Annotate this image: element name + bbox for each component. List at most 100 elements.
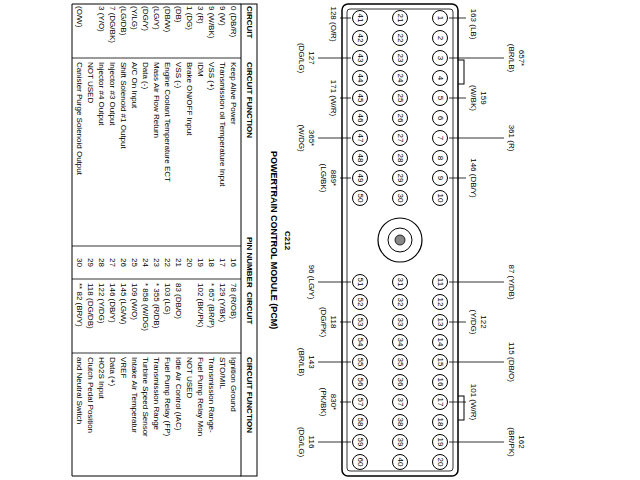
bolt-head — [388, 228, 412, 252]
pin-number: 52 — [355, 298, 365, 307]
circuit-function: NOT USED — [85, 62, 95, 103]
pin-number: 57 — [355, 398, 365, 407]
pin-number: 26 — [395, 114, 405, 123]
pin-number: 51 — [355, 278, 365, 287]
pin-number: 23 — [395, 54, 405, 63]
wire-callout: 361 (R) — [506, 118, 516, 158]
pin-number: 60 — [355, 458, 365, 467]
circuit-function: Fuel Pump Relay Mon — [195, 357, 205, 436]
pin-circle: 26 — [392, 110, 408, 126]
pin-number: 16 — [435, 378, 445, 387]
circuit-code: (DB) — [173, 6, 183, 22]
pin-number: 29 — [395, 174, 405, 183]
pin-number: 46 — [355, 114, 365, 123]
pin-circle: 14 — [432, 334, 448, 350]
circuit-code: 9 (W) — [217, 6, 227, 26]
pin-circle: 3 — [432, 50, 448, 66]
wire-callout: 116 (DG/LG) — [296, 422, 316, 462]
pin-number: 29 — [85, 258, 95, 267]
pin-number: 25 — [129, 258, 139, 267]
circuit-function: Data (+) — [107, 357, 117, 386]
pin-number: 30 — [395, 194, 405, 203]
pin-number: 49 — [355, 174, 365, 183]
pin-circle: 17 — [432, 394, 448, 410]
wire-callout: 889* (LG/BK) — [318, 158, 338, 198]
circuit-code: 0 (DB/R) — [228, 6, 238, 37]
circuit-function: Transmission oil Temperature Input — [217, 62, 227, 187]
circuit-code: 3 (R) — [195, 6, 205, 24]
pin-circle: 40 — [392, 454, 408, 470]
pin-circle: 11 — [432, 274, 448, 290]
pin-number: 53 — [355, 318, 365, 327]
pin-number: 40 — [395, 458, 405, 467]
pin-number: 17 — [435, 398, 445, 407]
pin-number: 33 — [395, 318, 405, 327]
circuit-code: ** 82 (BR/Y) — [74, 283, 84, 327]
circuit-code: * 355 (R/DB) — [151, 283, 161, 328]
connector-id: C212 — [282, 231, 292, 250]
circuit-function: IDM — [195, 62, 205, 77]
circuit-function: Shift Solenoid #1 Output — [118, 62, 128, 149]
pin-number: 37 — [395, 398, 405, 407]
pin-circle: 45 — [352, 90, 368, 106]
pin-circle: 38 — [392, 414, 408, 430]
circuit-function: Canister Purge Solenoid Output — [74, 62, 84, 175]
pin-circle: 2 — [432, 30, 448, 46]
pin-number: 56 — [355, 378, 365, 387]
wire-callout: 365* (W/DG) — [296, 118, 316, 158]
circuit-code: 146 (DB/Y) — [107, 283, 117, 323]
wire-callout: 657* (BR/LB) — [506, 38, 526, 78]
pin-number: 59 — [355, 438, 365, 447]
circuit-code: 83 (DB/O) — [173, 283, 183, 319]
circuit-code: * 657 (BR/P) — [206, 283, 216, 328]
pin-number: 11 — [435, 278, 445, 286]
circuit-function: Data (-) — [140, 62, 150, 89]
pin-circle: 56 — [352, 374, 368, 390]
pin-number: 20 — [184, 258, 194, 267]
wire-callout: 163 (LB) — [468, 4, 478, 44]
column-header: PIN NUMBER — [244, 237, 254, 288]
column-header: CIRCUIT FUNCTION — [244, 357, 254, 433]
leader-lines — [318, 18, 504, 442]
pin-circle: 21 — [392, 10, 408, 26]
pin-number: 47 — [355, 134, 365, 143]
pin-number: 39 — [395, 438, 405, 447]
pin-number: 12 — [435, 298, 445, 307]
wire-callout: 118 (DG/PK) — [318, 302, 338, 342]
pin-number: 28 — [96, 258, 106, 267]
circuit-code: (DG/Y) — [140, 6, 150, 31]
circuit-function: and Neutral Switch — [74, 357, 84, 424]
wire-callout: 143 (BR/LB) — [296, 342, 316, 382]
pin-circle: 18 — [432, 414, 448, 430]
wire-callout: 101 (W/R) — [468, 382, 478, 422]
pin-number: 4 — [435, 76, 445, 80]
circuit-code: 9 (W/BK) — [206, 6, 216, 38]
pin-circle: 35 — [392, 354, 408, 370]
column-header: CIRCUIT — [244, 292, 254, 324]
leader-line — [449, 18, 466, 19]
pin-number: 18 — [435, 418, 445, 427]
pin-number: 24 — [395, 74, 405, 83]
pin-number: 23 — [151, 258, 161, 267]
circuit-function: Idle Air Control (IAC) — [173, 357, 183, 430]
circuit-code: 129 (Y/BK) — [217, 283, 227, 322]
pin-circle: 13 — [432, 314, 448, 330]
pin-number: 16 — [228, 258, 238, 267]
pin-number: 25 — [395, 94, 405, 103]
pin-number: 5 — [435, 96, 445, 100]
pin-number: 28 — [395, 154, 405, 163]
circuit-function: A/C On Input — [129, 62, 139, 108]
pin-circle: 25 — [392, 90, 408, 106]
circuit-function: Mass Air Flow Return — [151, 62, 161, 138]
pin-number: 43 — [355, 54, 365, 63]
pin-number: 6 — [435, 116, 445, 120]
pin-number: 26 — [118, 258, 128, 267]
pin-circle: 42 — [352, 30, 368, 46]
pin-circle: 50 — [352, 190, 368, 206]
pin-number: 50 — [355, 194, 365, 203]
pin-circle: 6 — [432, 110, 448, 126]
wire-callout: 146 (DB/Y) — [468, 158, 478, 198]
pin-circle: 29 — [392, 170, 408, 186]
pin-circle: 43 — [352, 50, 368, 66]
pin-number: 8 — [435, 156, 445, 160]
